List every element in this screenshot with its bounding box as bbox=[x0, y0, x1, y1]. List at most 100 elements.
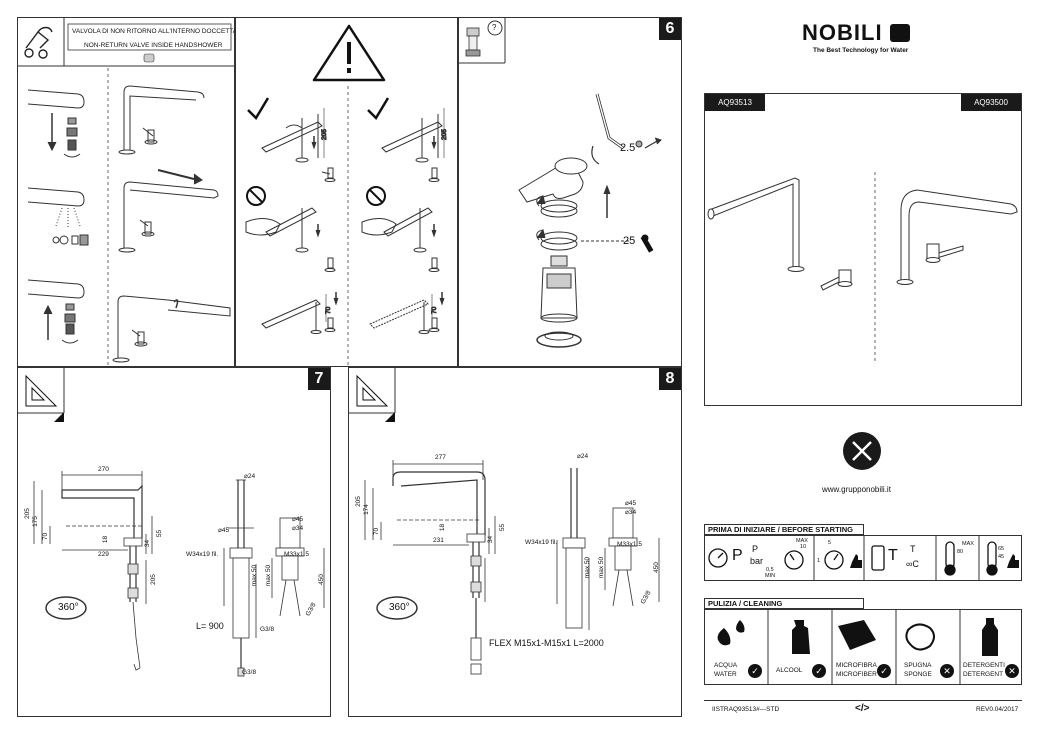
gauge2-top: 5 bbox=[828, 540, 832, 546]
dim-70: 70 bbox=[373, 527, 381, 536]
warning-triangle-icon bbox=[312, 24, 386, 82]
dim-m33: M33x1.5 bbox=[617, 541, 642, 548]
temp-unit: ∞C bbox=[906, 559, 919, 569]
logo-text: NOBILI bbox=[802, 20, 883, 45]
cleaning-title: PULIZIA / CLEANING bbox=[708, 599, 783, 608]
panel7-drawing bbox=[18, 368, 325, 677]
dim-174: 174 bbox=[362, 504, 370, 515]
tools-icon bbox=[24, 26, 53, 59]
clean-microfiber-it: MICROFIBRA bbox=[836, 662, 877, 669]
help-symbol: ? bbox=[492, 23, 497, 32]
before-starting-icons bbox=[708, 535, 1019, 581]
dim-229: 229 bbox=[98, 551, 109, 558]
temp-65: 65 bbox=[998, 546, 1005, 552]
dim-450: 450 bbox=[652, 562, 660, 573]
dim-l900: L= 900 bbox=[196, 621, 224, 631]
pressure-bar: bar bbox=[750, 556, 764, 566]
panel-step-8: 8 277 205 174 70 18 231 34 55 ⌀24 ⌀45 ⌀3… bbox=[348, 367, 682, 717]
gauge2-left: 1 bbox=[817, 558, 821, 564]
dim-max50: max 50 bbox=[251, 564, 259, 587]
panel8-drawing bbox=[349, 368, 660, 675]
cleaning-title-box bbox=[704, 598, 864, 609]
panel-step-7: 7 270 205 175 70 18 229 34 55 205 ⌀24 ⌀4… bbox=[17, 367, 331, 717]
dim-231: 231 bbox=[433, 537, 444, 544]
dim-270: 270 bbox=[98, 466, 109, 473]
dim-205-b: 205 bbox=[149, 574, 157, 585]
model-a-label: AQ93513 bbox=[718, 98, 752, 107]
dim-max50-b: max 50 bbox=[598, 556, 606, 579]
gauge-min: MIN bbox=[765, 573, 776, 579]
torque-value: 25 bbox=[623, 235, 636, 247]
dim-d45: ⌀45 bbox=[625, 500, 637, 507]
dim-d45: ⌀45 bbox=[218, 527, 230, 534]
svg-text:70: 70 bbox=[325, 306, 332, 314]
svg-text:70: 70 bbox=[431, 306, 438, 314]
dim-18: 18 bbox=[102, 535, 110, 544]
prohibited-icon bbox=[366, 186, 386, 206]
logo-mark-icon bbox=[889, 24, 910, 42]
cartridge-icon bbox=[465, 27, 481, 57]
before-starting-section: PRIMA DI INIZIARE / BEFORE STARTING P P … bbox=[704, 524, 1022, 584]
models-panel: AQ93513 AQ93500 bbox=[704, 93, 1022, 406]
ruler-triangle-icon bbox=[356, 374, 389, 407]
help-circle-icon bbox=[487, 20, 503, 36]
dim-d24: ⌀24 bbox=[244, 473, 256, 480]
panel-nonreturn-valve: VALVOLA DI NON RITORNO ALL'INTERNO DOCCE… bbox=[17, 17, 238, 368]
dim-thread: W34x19 fil. bbox=[525, 539, 558, 546]
dim-d34: ⌀34 bbox=[625, 509, 637, 516]
pressure-p: P bbox=[732, 547, 743, 564]
svg-text:205: 205 bbox=[441, 129, 448, 140]
cleaning-icons bbox=[717, 609, 998, 685]
clean-detergent-it: DETERGENTI bbox=[963, 662, 1005, 669]
website: www.grupponobili.it bbox=[822, 485, 891, 494]
before-starting-title: PRIMA DI INIZIARE / BEFORE STARTING bbox=[708, 525, 854, 534]
dim-thread: W34x19 fil. bbox=[186, 551, 219, 558]
clean-detergent-en: DETERGENT bbox=[963, 671, 1004, 678]
pressure-p-small: P bbox=[752, 544, 759, 554]
valve-title-it: VALVOLA DI NON RITORNO ALL'INTERNO DOCCE… bbox=[72, 28, 238, 35]
gauge-min-val: 0,5 bbox=[766, 567, 774, 573]
clean-sponge-en: SPONGE bbox=[904, 671, 932, 678]
model-b-tab: AQ93500 bbox=[961, 94, 1021, 111]
footer-code: IISTRAQ93513#---STD bbox=[712, 706, 780, 713]
clean-alcohol-it: ALCOOL bbox=[776, 667, 803, 674]
step-number-8: 8 bbox=[659, 368, 681, 390]
footer-rule bbox=[704, 700, 1022, 701]
dim-d45-b: ⌀45 bbox=[292, 516, 304, 523]
svg-text:205: 205 bbox=[321, 129, 328, 140]
dim-max50: max 50 bbox=[584, 556, 592, 579]
clean-microfiber-en: MICROFIBER bbox=[836, 671, 877, 678]
models-drawing bbox=[707, 172, 1018, 364]
tools-circle-icon bbox=[843, 432, 881, 470]
panel2-drawing: 205 205 70 bbox=[245, 24, 449, 368]
dim-205: 205 bbox=[354, 496, 362, 507]
no-icon: ✕ bbox=[1005, 664, 1019, 678]
temp-max: MAX bbox=[962, 541, 974, 547]
cleaning-section: PULIZIA / CLEANING ACQUA WATER ✓ ALCOOL … bbox=[704, 598, 1022, 688]
dim-max50-b: max 50 bbox=[265, 564, 273, 587]
dim-g38-b: G3/8 bbox=[260, 626, 275, 633]
step-number-6: 6 bbox=[659, 18, 681, 40]
before-starting-grid bbox=[704, 535, 1022, 581]
dim-d24: ⌀24 bbox=[577, 453, 589, 460]
ok-icon: ✓ bbox=[877, 664, 891, 678]
thumbs-up-icon bbox=[1007, 554, 1019, 568]
dim-d34: ⌀34 bbox=[292, 525, 304, 532]
dim-18: 18 bbox=[439, 523, 447, 532]
dim-205: 205 bbox=[23, 508, 31, 519]
model-a-tab: AQ93513 bbox=[705, 94, 765, 111]
panel-step-6: 6 ? 2.5 25 bbox=[458, 17, 682, 367]
temp-45: 45 bbox=[998, 554, 1005, 560]
prohibited-icon bbox=[246, 186, 266, 206]
temp-max-val: 80 bbox=[957, 549, 964, 555]
panel1-drawing bbox=[18, 18, 236, 368]
flex-hose-spec: FLEX M15x1-M15x1 L=2000 bbox=[489, 638, 604, 648]
ok-icon: ✓ bbox=[812, 664, 826, 678]
gauge-max: MAX bbox=[796, 538, 808, 544]
panel-warning-usage: 205 205 70 bbox=[235, 17, 458, 368]
clean-water-it: ACQUA bbox=[714, 662, 738, 669]
step-number-7: 7 bbox=[308, 368, 330, 390]
dim-55: 55 bbox=[499, 523, 507, 532]
clean-sponge-it: SPUGNA bbox=[904, 662, 932, 669]
valve-title-en: NON-RETURN VALVE INSIDE HANDSHOWER bbox=[84, 42, 223, 49]
